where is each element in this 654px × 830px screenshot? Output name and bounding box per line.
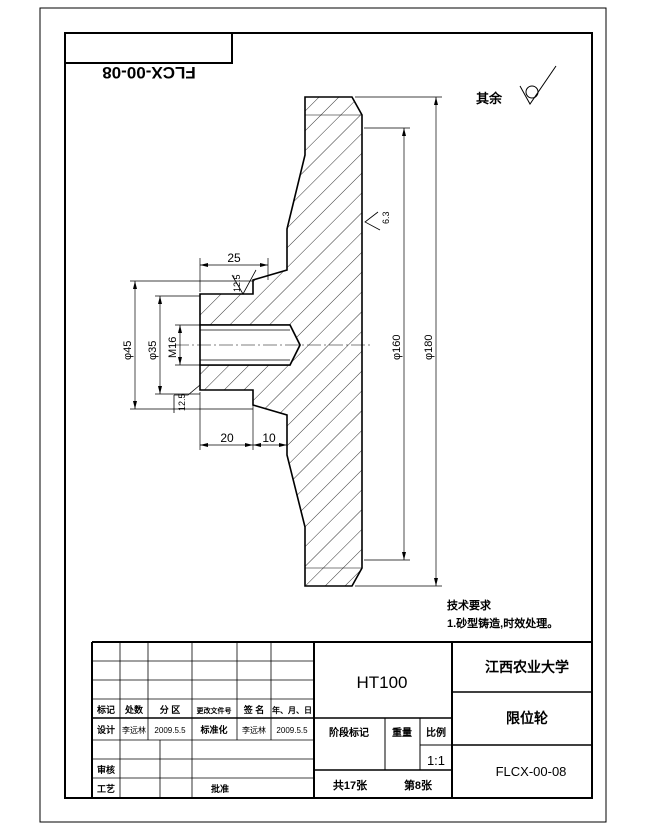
school-name: 江西农业大学 (485, 659, 569, 675)
roughness-mark-bottom-icon (173, 384, 201, 413)
scale-label: 比例 (426, 726, 446, 739)
sheet-number: 第8张 (404, 778, 433, 792)
roughness-mark-face-icon (364, 211, 381, 231)
rev-date: 年、月、日 (272, 705, 312, 715)
other-surface-label: 其余 (476, 91, 503, 106)
tech-req-line1: 1.砂型铸造,时效处理。 (447, 616, 558, 630)
dim-phi180: φ180 (423, 335, 435, 361)
std-person: 李远林 (242, 725, 266, 735)
dimension-lines (130, 96, 442, 587)
outer-border (39, 7, 607, 823)
dim-10: 10 (262, 431, 276, 445)
roughness-6-3: 6.3 (381, 211, 391, 224)
inner-frame (64, 32, 593, 799)
approve-label: 批准 (211, 783, 229, 794)
dim-m16: M16 (167, 337, 179, 358)
std-date: 2009.5.5 (276, 726, 308, 735)
design-date: 2009.5.5 (154, 726, 186, 735)
stage-mark-label: 阶段标记 (329, 726, 369, 739)
dimension-arrows (133, 97, 438, 586)
part-name: 限位轮 (506, 710, 548, 726)
review-label: 审核 (97, 764, 115, 775)
process-label: 工艺 (97, 783, 115, 794)
total-sheets: 共17张 (333, 778, 368, 792)
roughness-12-5-top: 12.5 (232, 274, 242, 292)
weight-label: 重量 (392, 726, 412, 739)
dim-phi35: φ35 (147, 341, 159, 360)
roughness-12-5-bottom: 12.5 (177, 393, 187, 411)
dim-phi45: φ45 (122, 341, 134, 360)
mirrored-number-box (64, 32, 233, 64)
title-drawing-number: FLCX-00-08 (496, 764, 567, 779)
roughness-symbol-icon (519, 65, 557, 105)
design-label: 设计 (97, 724, 115, 735)
title-block (91, 641, 592, 798)
dim-phi160: φ160 (391, 335, 403, 361)
designer: 李远林 (122, 725, 146, 735)
standardization-label: 标准化 (199, 724, 227, 735)
rev-doc: 更改文件号 (197, 706, 232, 715)
roughness-mark-top-icon (231, 269, 257, 295)
rev-zone: 分 区 (160, 704, 181, 715)
part-section (175, 96, 370, 587)
rev-sign: 签 名 (243, 704, 265, 715)
scale-value: 1:1 (427, 753, 445, 768)
material: HT100 (356, 673, 407, 692)
tech-req-title: 技术要求 (447, 598, 492, 612)
mirrored-drawing-number: FLCX-00-08 (102, 63, 196, 82)
rev-mark: 标记 (96, 704, 115, 715)
rev-count: 处数 (124, 704, 144, 715)
dim-20: 20 (220, 431, 234, 445)
dim-25: 25 (227, 251, 241, 265)
